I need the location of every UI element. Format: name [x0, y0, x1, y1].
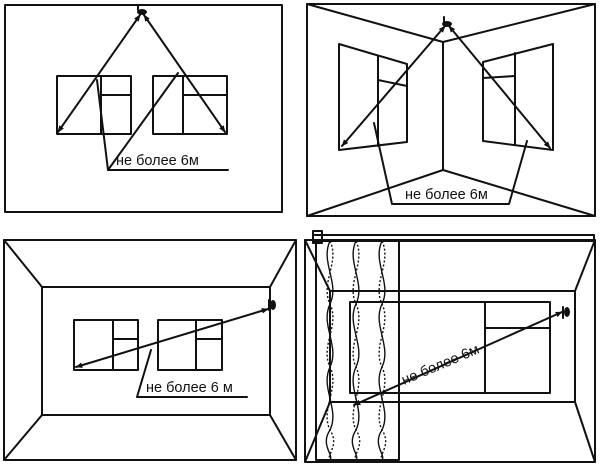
window-right: [152, 75, 228, 135]
caption-text: не более 6 м: [146, 380, 233, 396]
caption-leader: [373, 122, 528, 205]
window-left: [56, 75, 132, 135]
range-arrow: [353, 311, 563, 406]
window-right-perspective: [482, 43, 554, 151]
range-arrow-right: [143, 14, 226, 133]
window-left-perspective: [338, 43, 408, 151]
caption-text: не более 6м: [399, 342, 481, 389]
panel-top-right: не более 6м: [306, 3, 596, 217]
panel-bottom-right: не более 6м: [304, 230, 596, 463]
panel-frame: [4, 4, 283, 213]
sensor-icon: [137, 5, 147, 15]
curtain: [315, 240, 400, 461]
curtain-rod: [312, 230, 595, 244]
right-wall-edges: [442, 3, 596, 43]
panel-bottom-left: не более 6 м: [3, 239, 297, 461]
sensor-icon: [268, 299, 276, 311]
window-left: [73, 319, 139, 371]
caption-text: не более 6м: [405, 187, 488, 203]
range-arrow-left: [57, 14, 141, 133]
window-right: [157, 319, 223, 371]
panel-frame: [306, 3, 596, 217]
back-wall: [329, 290, 576, 403]
caption-leader-2: [107, 72, 179, 171]
back-wall: [41, 286, 271, 416]
panel-frame: [3, 239, 297, 461]
range-arrow-right: [448, 25, 551, 149]
left-wall-edges: [306, 3, 444, 217]
panel-top-left: не более 6м: [4, 4, 283, 213]
range-arrow: [75, 308, 269, 368]
range-arrow-left: [341, 25, 446, 147]
panel-frame: [304, 239, 596, 463]
caption-leader: [136, 349, 248, 398]
caption-text: не более 6м: [116, 153, 199, 169]
sensor-icon: [562, 306, 570, 319]
sensor-icon: [442, 16, 452, 27]
